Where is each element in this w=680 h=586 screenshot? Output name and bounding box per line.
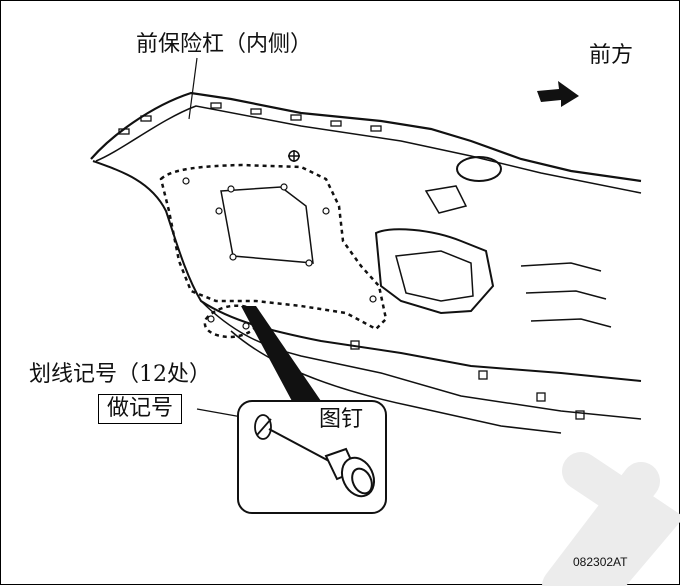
fog-lamp-opening (456, 156, 502, 182)
bumper-lower-edge (92, 160, 642, 382)
make-mark-label: 做记号 (98, 394, 183, 424)
side-bracket (374, 228, 495, 315)
top-clip-row (118, 102, 382, 135)
marker-pocket (424, 185, 468, 214)
scribe-marks-label: 划线记号（12处） (29, 362, 211, 387)
push-pin-icon (268, 428, 376, 498)
scribe-area-dotted (159, 163, 388, 331)
figure-code: 082302AT (573, 555, 628, 569)
leader-bumper (188, 57, 198, 120)
front-arrow-icon (537, 81, 579, 107)
bumper-bottom-edge (230, 330, 562, 434)
watermark-glyph (542, 452, 680, 586)
bumper-outline (90, 91, 642, 183)
center-cross-mark (288, 150, 300, 162)
zoom-wedge (241, 306, 321, 403)
scribe-mark-detail (254, 414, 272, 440)
front-direction-label: 前方 (589, 43, 634, 68)
lower-clips (350, 340, 585, 420)
push-pin-label: 图钉 (319, 407, 364, 432)
inner-panel (220, 186, 314, 264)
grille-slots (520, 262, 612, 328)
side-bracket-inner (395, 250, 474, 302)
bumper-upper-lip (95, 105, 642, 194)
bumper-inner-label: 前保险杠（内侧） (136, 32, 313, 57)
panel-screws (182, 177, 377, 330)
